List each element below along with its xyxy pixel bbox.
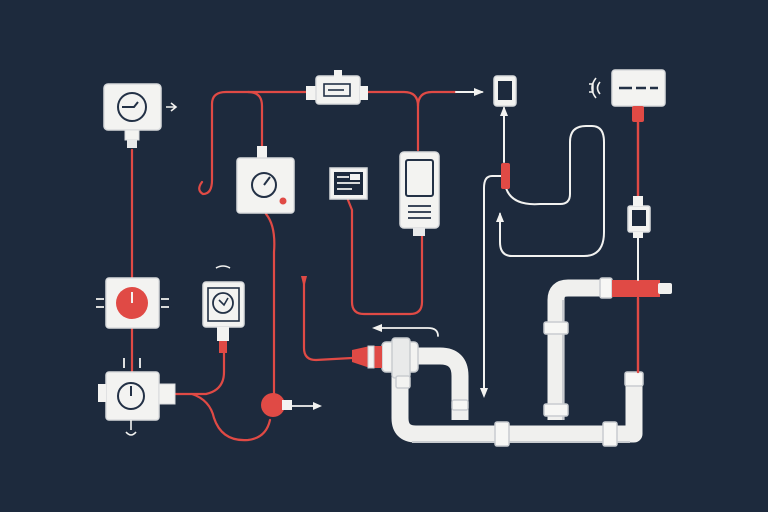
wire	[302, 278, 354, 362]
terminal-icon	[329, 167, 368, 200]
pipe-heater-cap	[658, 283, 672, 294]
pipe-main-run	[391, 376, 643, 443]
wire	[190, 392, 272, 442]
arrow-icon	[480, 388, 488, 398]
wire	[198, 90, 264, 196]
wire	[483, 175, 503, 395]
meter-icon	[96, 277, 169, 329]
wire	[172, 350, 226, 396]
arrow-icon	[313, 402, 322, 410]
gauge-icon	[202, 265, 245, 353]
monitor-icon	[399, 151, 440, 236]
pipe-flange	[602, 421, 618, 447]
pipe-end-cap	[624, 371, 644, 387]
valve-icon	[352, 337, 419, 389]
arrow-icon	[500, 106, 508, 116]
wires	[130, 88, 640, 442]
arrow-icon	[372, 324, 382, 332]
wire	[346, 198, 424, 316]
pipe-elbow-left	[400, 347, 469, 420]
dial-icon	[236, 146, 295, 214]
meter-icon	[98, 358, 176, 436]
plug-icon	[306, 70, 368, 105]
pipe-flange	[543, 403, 569, 417]
router-icon	[589, 69, 666, 122]
pump-icon	[261, 393, 292, 417]
wire	[416, 90, 458, 108]
pipe-flange	[543, 321, 569, 335]
pipe-flange	[451, 399, 469, 411]
wire	[377, 327, 439, 337]
pipe-riser	[547, 279, 612, 420]
wire	[264, 212, 276, 396]
wire	[499, 125, 605, 257]
pipe-heater-section	[612, 280, 660, 297]
phone-icon	[493, 75, 517, 189]
sensor-icon	[627, 196, 651, 238]
arrow-icon	[496, 212, 504, 222]
gauge-icon	[103, 83, 178, 148]
nozzle-icon	[301, 276, 307, 288]
pipe-flange	[494, 421, 510, 447]
pipe-flange	[599, 277, 613, 299]
pipe-network	[352, 277, 672, 447]
arrow-icon	[474, 88, 484, 96]
